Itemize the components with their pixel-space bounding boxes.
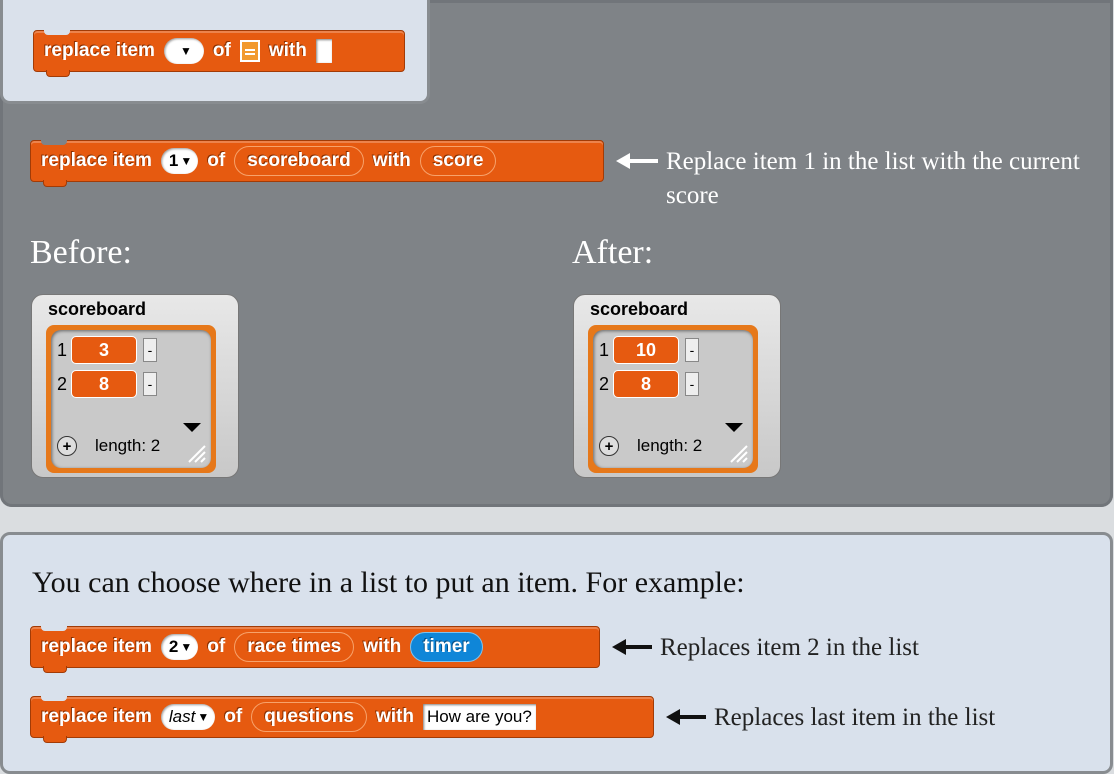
replace-item-block-b[interactable]: replace item last▼ of questions with How…	[30, 696, 654, 743]
index-value: 1	[168, 151, 179, 170]
index-value: 2	[168, 637, 179, 656]
intro-text: You can choose where in a list to put an…	[32, 566, 745, 599]
list-view: 1 3 - 2 8 - + length: 2	[51, 330, 211, 468]
list-item: 1 10 -	[599, 336, 699, 364]
item-value[interactable]: 10	[613, 336, 679, 364]
index-dropdown[interactable]: 2▼	[160, 634, 199, 660]
block-label-with: with	[375, 706, 414, 727]
resize-handle-icon[interactable]	[727, 442, 749, 464]
arrow-left-icon	[666, 709, 706, 725]
replace-item-block-a[interactable]: replace item 2▼ of race times with timer	[30, 626, 600, 673]
block-label-replace: replace item	[41, 150, 152, 171]
before-list-watcher[interactable]: scoreboard 1 3 - 2 8 - + length: 2	[31, 294, 239, 478]
block-label-replace: replace item	[44, 40, 155, 61]
resize-handle-icon[interactable]	[185, 442, 207, 464]
watcher-title: scoreboard	[590, 299, 689, 319]
list-variable[interactable]: questions	[251, 702, 367, 732]
length-label: length: 2	[95, 436, 161, 455]
block-label-of: of	[224, 706, 243, 727]
value-variable[interactable]: score	[419, 146, 497, 176]
menu-triangle-icon[interactable]	[183, 423, 201, 432]
dropdown-arrow-icon: ▼	[180, 640, 193, 654]
index-dropdown[interactable]: last▼	[160, 704, 216, 730]
value-text-slot[interactable]: How are you?	[422, 704, 536, 730]
item-value[interactable]: 3	[71, 336, 137, 364]
annotation-block-b: Replaces last item in the list	[714, 704, 996, 731]
list-slot-icon[interactable]	[239, 40, 260, 62]
list-frame: 1 3 - 2 8 - + length: 2	[46, 325, 216, 473]
block-label-with: with	[372, 150, 411, 171]
item-value[interactable]: 8	[71, 370, 137, 398]
timer-reporter[interactable]: timer	[410, 632, 483, 662]
dropdown-arrow-icon: ▼	[180, 154, 193, 168]
remove-item-button[interactable]: -	[143, 338, 157, 362]
item-index: 2	[599, 373, 610, 394]
list-frame: 1 10 - 2 8 - + length: 2	[588, 325, 758, 473]
arrow-left-icon	[612, 639, 652, 655]
list-variable[interactable]: race times	[234, 632, 355, 662]
item-index: 2	[57, 373, 68, 394]
replace-item-example-block[interactable]: replace item 1▼ of scoreboard with score	[30, 140, 604, 187]
remove-item-button[interactable]: -	[685, 372, 699, 396]
item-value[interactable]: 8	[613, 370, 679, 398]
add-item-icon[interactable]: +	[599, 436, 619, 456]
watcher-title: scoreboard	[48, 299, 147, 319]
length-label: length: 2	[637, 436, 703, 455]
annotation-replace-item-1: Replace item 1 in the list with the curr…	[666, 148, 1080, 209]
annotation-block-a: Replaces item 2 in the list	[660, 634, 919, 661]
remove-item-button[interactable]: -	[143, 372, 157, 396]
arrow-left-icon	[616, 153, 658, 169]
block-label-of: of	[207, 150, 226, 171]
item-index: 1	[57, 339, 68, 360]
index-value: last	[168, 707, 196, 726]
value-slot[interactable]	[315, 39, 332, 63]
list-item: 2 8 -	[57, 370, 157, 398]
dropdown-arrow-icon: ▼	[179, 44, 192, 58]
add-item-icon[interactable]: +	[57, 436, 77, 456]
menu-triangle-icon[interactable]	[725, 423, 743, 432]
replace-item-block[interactable]: replace item ▼ of with	[33, 30, 405, 77]
index-dropdown[interactable]: ▼	[163, 38, 204, 64]
remove-item-button[interactable]: -	[685, 338, 699, 362]
block-label-with: with	[363, 636, 402, 657]
block-palette-tab: replace item ▼ of with	[0, 0, 430, 104]
block-label-replace: replace item	[41, 636, 152, 657]
list-item: 2 8 -	[599, 370, 699, 398]
list-variable[interactable]: scoreboard	[234, 146, 364, 176]
block-label-with: with	[268, 40, 307, 61]
list-item: 1 3 -	[57, 336, 157, 364]
block-label-of: of	[212, 40, 231, 61]
list-view: 1 10 - 2 8 - + length: 2	[593, 330, 753, 468]
dropdown-arrow-icon: ▼	[197, 710, 210, 724]
after-list-watcher[interactable]: scoreboard 1 10 - 2 8 - + length: 2	[573, 294, 781, 478]
item-index: 1	[599, 339, 610, 360]
block-label-replace: replace item	[41, 706, 152, 727]
after-heading: After:	[572, 234, 654, 271]
index-dropdown[interactable]: 1▼	[160, 148, 199, 174]
block-label-of: of	[207, 636, 226, 657]
before-heading: Before:	[30, 234, 132, 271]
